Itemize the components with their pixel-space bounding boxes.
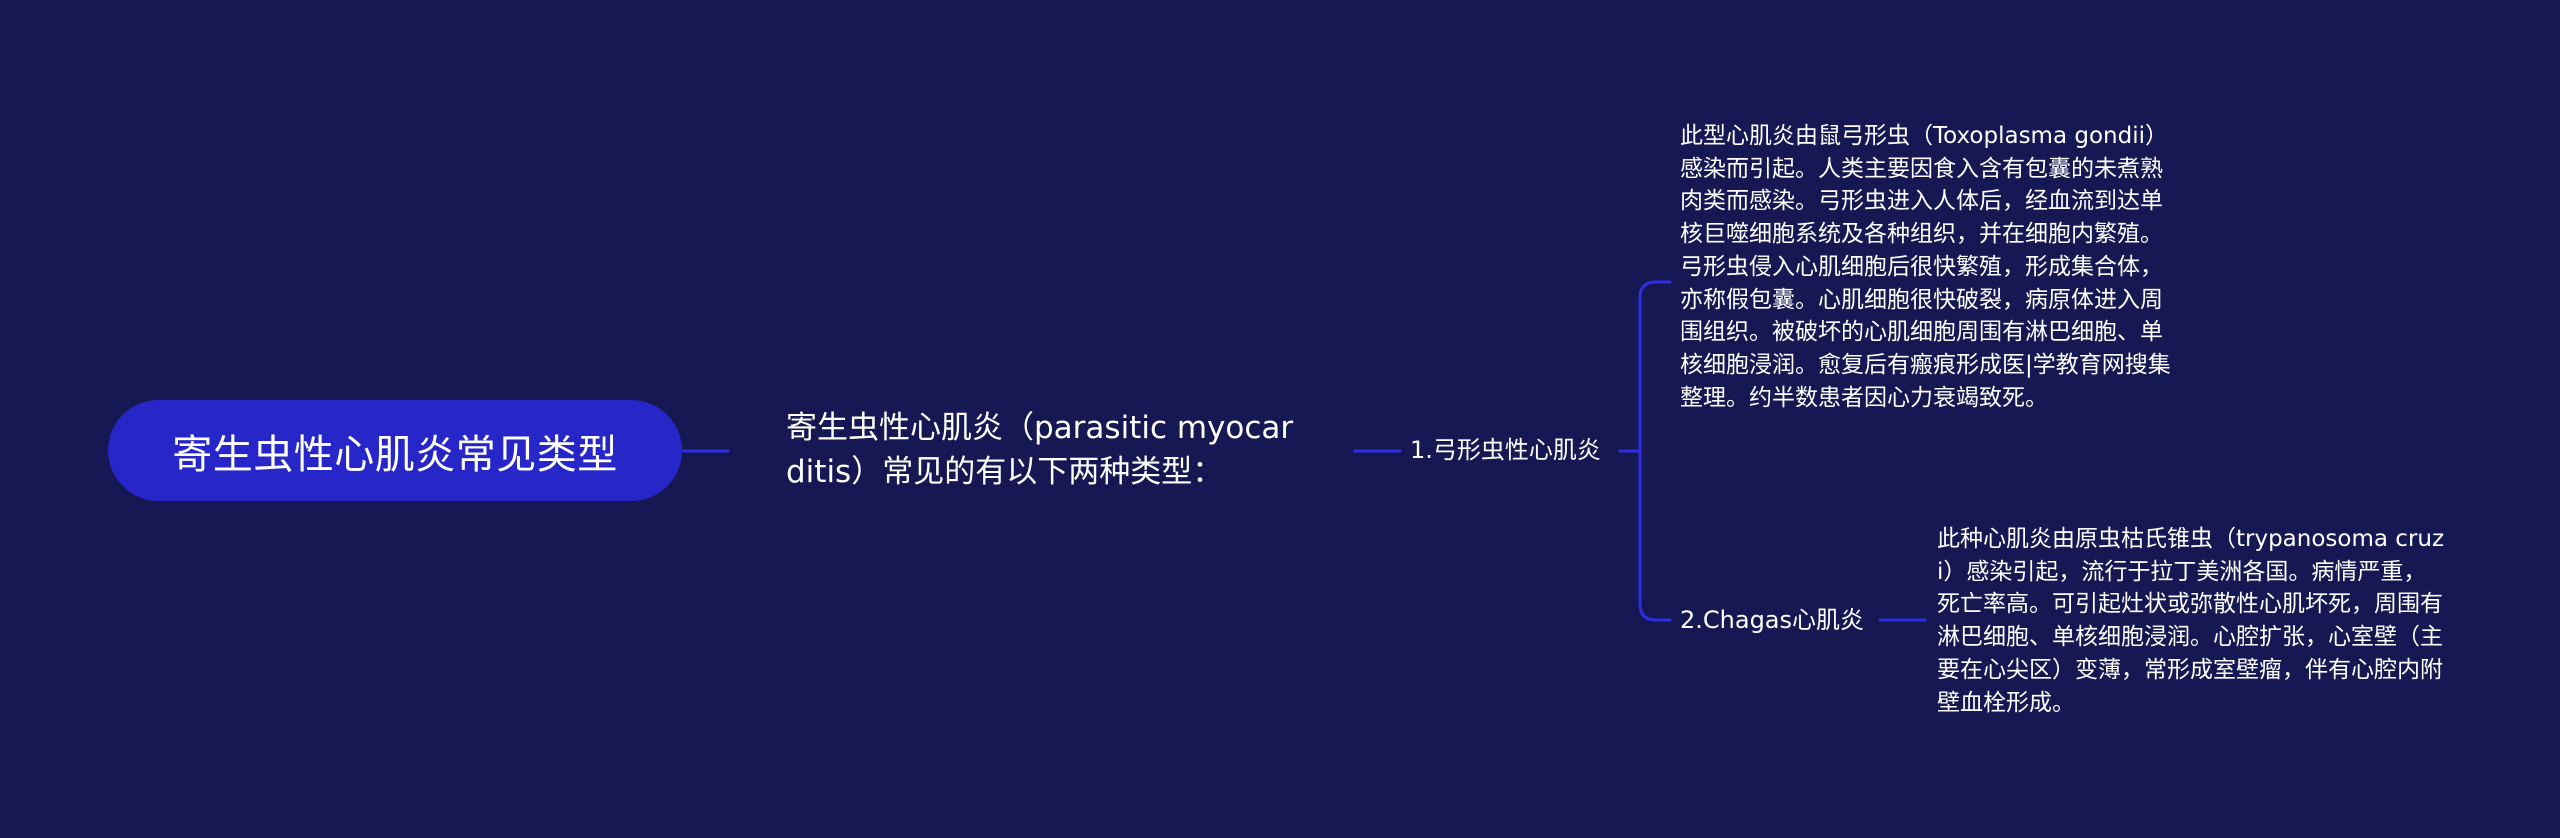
branch-node-toxoplasma[interactable]: 1.弓形虫性心肌炎 — [1410, 434, 1601, 466]
level1-node[interactable]: 寄生虫性心肌炎（parasitic myocarditis）常见的有以下两种类型… — [786, 406, 1306, 494]
detail-node-chagas-text: 此种心肌炎由原虫枯氏锥虫（trypanosoma cruzi）感染引起，流行于拉… — [1937, 526, 2445, 716]
connector-branch1-to-details — [1618, 280, 1672, 622]
detail-node-toxoplasma-text: 此型心肌炎由鼠弓形虫（Toxoplasma gondii）感染而引起。人类主要因… — [1680, 123, 2171, 411]
branch-node-toxoplasma-label: 1.弓形虫性心肌炎 — [1410, 436, 1601, 464]
root-node[interactable]: 寄生虫性心肌炎常见类型 — [108, 400, 682, 501]
detail-node-chagas[interactable]: 此种心肌炎由原虫枯氏锥虫（trypanosoma cruzi）感染引起，流行于拉… — [1937, 523, 2447, 719]
branch-node-chagas-label: 2.Chagas心肌炎 — [1680, 606, 1865, 634]
branch-node-chagas[interactable]: 2.Chagas心肌炎 — [1680, 604, 1864, 636]
level1-node-label: 寄生虫性心肌炎（parasitic myocarditis）常见的有以下两种类型… — [786, 410, 1294, 490]
root-node-label: 寄生虫性心肌炎常见类型 — [172, 431, 618, 478]
detail-node-toxoplasma[interactable]: 此型心肌炎由鼠弓形虫（Toxoplasma gondii）感染而引起。人类主要因… — [1680, 120, 2185, 414]
